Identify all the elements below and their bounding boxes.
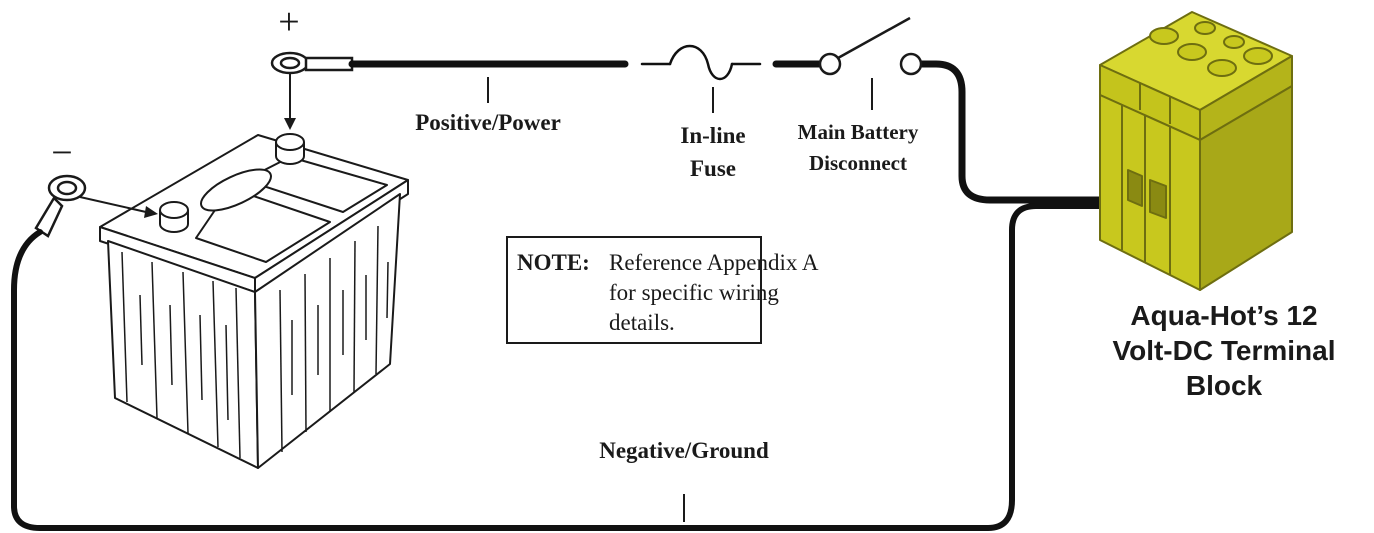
main-disconnect-label-line2: Disconnect [809, 151, 907, 175]
terminal-block [1099, 11, 1293, 291]
negative-arrow [79, 196, 147, 213]
minus-symbol: − [51, 132, 72, 174]
main-disconnect-switch [818, 16, 923, 76]
note-line-3: details. [609, 310, 675, 335]
positive-power-label: Positive/Power [415, 110, 561, 135]
plus-symbol: + [278, 1, 299, 43]
negative-ground-label: Negative/Ground [599, 438, 769, 463]
positive-terminal-lug [270, 51, 354, 75]
negative-terminal-lug [34, 174, 87, 238]
battery [99, 133, 409, 469]
note-line-1: Reference Appendix A [609, 250, 819, 275]
main-disconnect-label-line1: Main Battery [798, 120, 919, 144]
inline-fuse-label-line2: Fuse [690, 156, 736, 181]
note-heading: NOTE: [517, 250, 590, 275]
inline-fuse-label-line1: In-line [680, 123, 745, 148]
terminal-block-caption-line2: Volt-DC Terminal [1113, 335, 1336, 366]
terminal-block-caption-line1: Aqua-Hot’s 12 [1130, 300, 1317, 331]
negative-wire [11, 203, 1173, 531]
note-line-2: for specific wiring [609, 280, 779, 305]
note-box [506, 236, 762, 344]
positive-wire [348, 44, 1174, 204]
terminal-block-caption-line3: Block [1186, 370, 1263, 401]
